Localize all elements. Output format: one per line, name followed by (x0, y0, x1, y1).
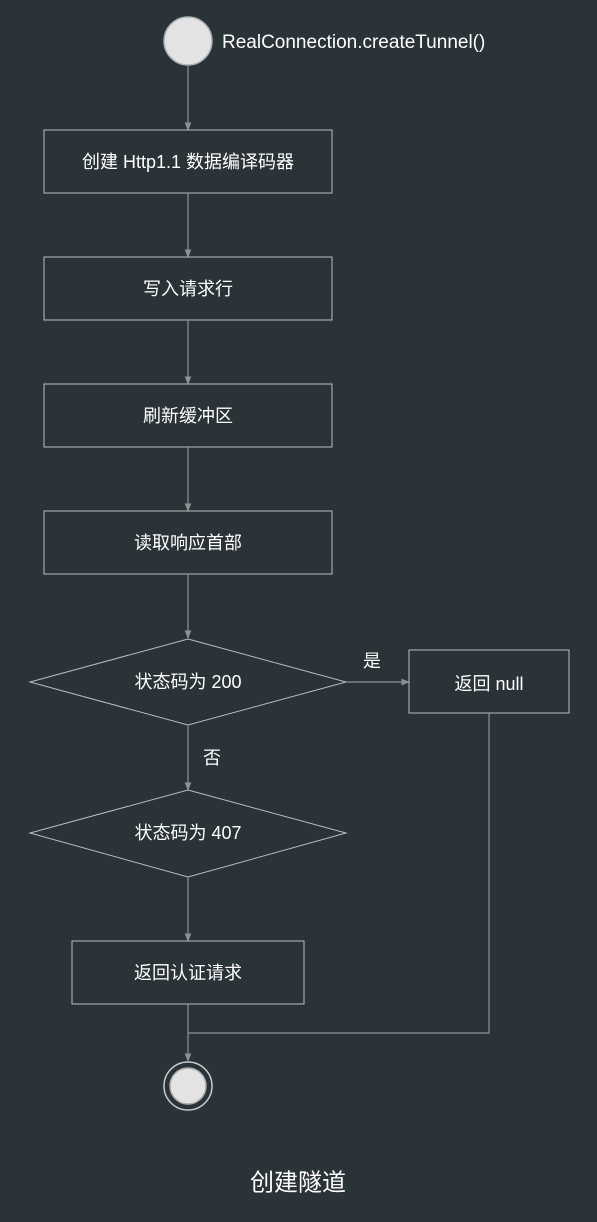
end-node (169, 1067, 207, 1105)
step-read-response-headers-label: 读取响应首部 (134, 533, 242, 553)
step-return-auth-request-label: 返回认证请求 (134, 963, 242, 983)
start-label: RealConnection.createTunnel() (222, 32, 485, 53)
step-return-null-label: 返回 null (454, 674, 523, 694)
edge-label-no: 否 (203, 748, 221, 768)
step-write-request-line-label: 写入请求行 (143, 279, 233, 299)
step-create-codec-label: 创建 Http1.1 数据编译码器 (82, 152, 294, 172)
decision-status-200-label: 状态码为 200 (134, 672, 241, 692)
decision-status-407-label: 状态码为 407 (134, 823, 241, 843)
edge-return-null-to-merge (188, 713, 490, 1034)
diagram-caption: 创建隧道 (250, 1170, 346, 1197)
end-node-ring (163, 1061, 213, 1111)
start-node (163, 16, 213, 66)
edge-label-yes: 是 (363, 651, 381, 671)
step-flush-buffer-label: 刷新缓冲区 (143, 406, 233, 426)
